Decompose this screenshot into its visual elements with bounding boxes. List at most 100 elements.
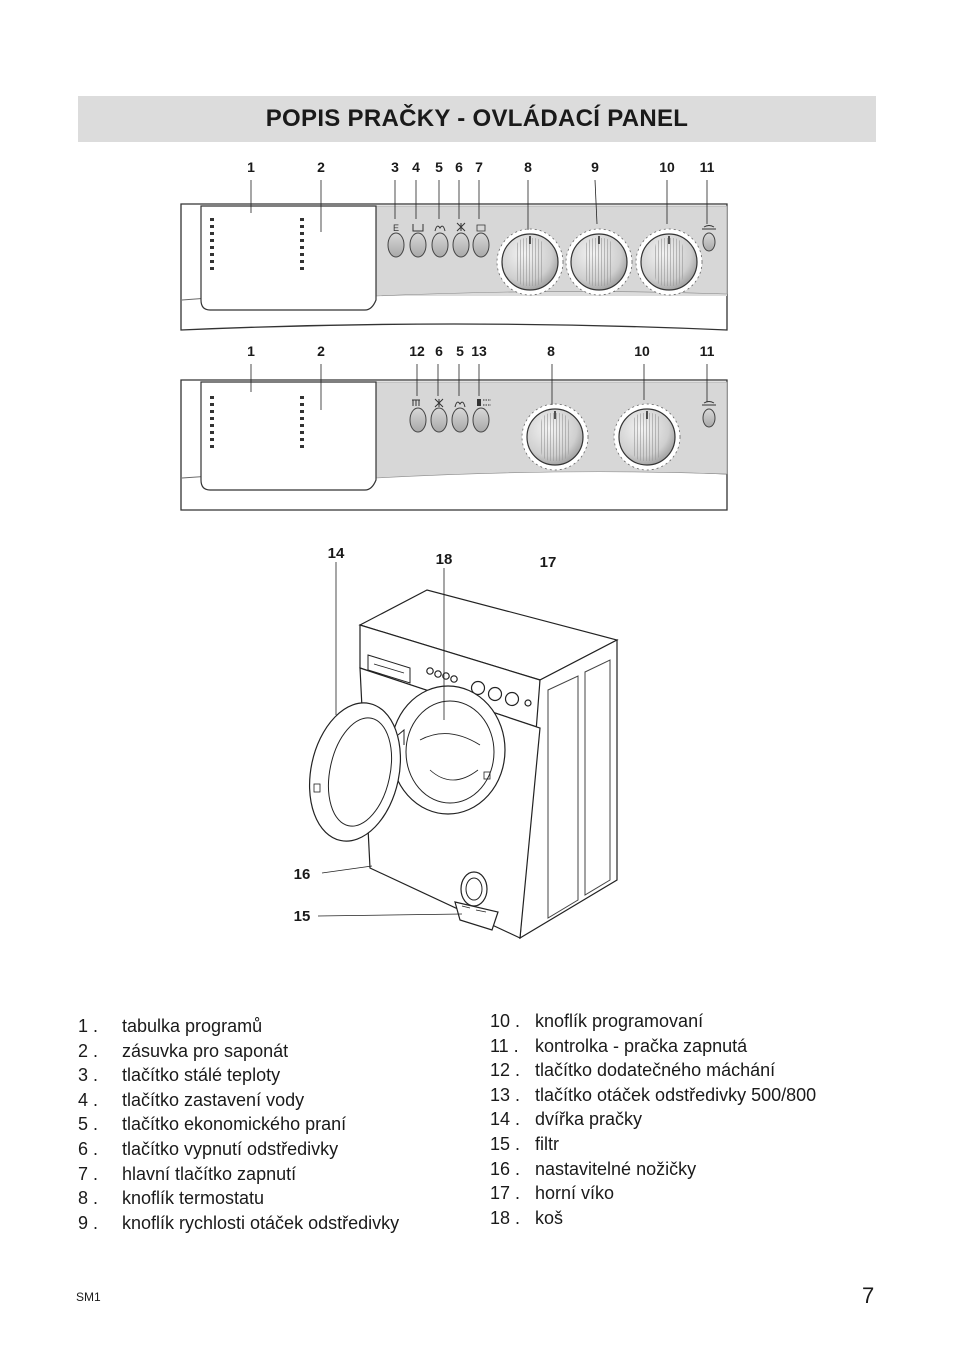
indicator-icon — [702, 401, 716, 406]
panel-top: E — [180, 159, 728, 331]
power-icon — [476, 224, 486, 232]
figure: E — [180, 159, 728, 940]
legend-number: 13 . — [490, 1084, 521, 1105]
legend-item: 18 . koš — [490, 1206, 816, 1231]
legend-item: 13 . tlačítko otáček odstředivky 500/800 — [490, 1083, 816, 1108]
e-icon: E — [393, 223, 399, 233]
legend-number: 11 . — [490, 1035, 519, 1056]
legend-item: 5 . tlačítko ekonomického praní — [78, 1112, 399, 1137]
callout: 13 — [471, 343, 487, 359]
power-indicator — [702, 232, 716, 252]
legend-text: zásuvka pro saponát — [122, 1040, 289, 1061]
top-buttons: E — [387, 222, 490, 258]
knob-thermostat — [496, 228, 564, 296]
legend-text: knoflík programovaní — [535, 1011, 704, 1031]
legend-item: 2 . zásuvka pro saponát — [78, 1039, 399, 1064]
legend-text: tlačítko ekonomického praní — [122, 1114, 347, 1135]
page-title: POPIS PRAČKY - OVLÁDACÍ PANEL — [265, 105, 689, 132]
callout: 15 — [294, 908, 311, 925]
legend-item: 16 . nastavitelné nožičky — [490, 1157, 816, 1182]
legend-number: 17 . — [490, 1183, 521, 1204]
legend-text: horní víko — [535, 1183, 615, 1204]
callout: 17 — [540, 554, 557, 571]
legend-item: 11 . kontrolka - pračka zapnutá — [490, 1034, 816, 1059]
legend-number: 2 . — [78, 1040, 99, 1061]
no-spin-icon — [456, 222, 466, 232]
legend-item: 17 . horní víko — [490, 1181, 816, 1206]
legend-number: 14 . — [490, 1109, 521, 1130]
program-leds-2 — [210, 396, 304, 448]
legend-text: knoflík rychlosti otáček odstředivky — [122, 1212, 400, 1233]
legend-number: 10 . — [490, 1011, 521, 1031]
callout: 5 — [435, 159, 443, 175]
callout: 12 — [409, 343, 425, 359]
no-spin-icon — [434, 398, 444, 408]
legend-number: 6 . — [78, 1138, 99, 1159]
legend-text: tlačítko dodatečného máchání — [535, 1060, 776, 1081]
legend-item: 4 . tlačítko zastavení vody — [78, 1088, 399, 1113]
spin-icon — [434, 225, 446, 232]
callout: 1 — [247, 159, 255, 175]
legend-text: tlačítko vypnutí odstředivky — [122, 1138, 339, 1159]
callout: 10 — [659, 159, 675, 175]
title-bar: POPIS PRAČKY - OVLÁDACÍ PANEL — [78, 96, 876, 142]
washing-machine-drawing — [308, 589, 619, 940]
legend-item: 3 . tlačítko stálé teploty — [78, 1063, 399, 1088]
legend-text: hlavní tlačítko zapnutí — [122, 1163, 297, 1184]
callout: 11 — [700, 159, 715, 175]
document-code: SM1 — [76, 1290, 101, 1304]
callout: 10 — [634, 343, 650, 359]
callout: 5 — [456, 343, 464, 359]
knob-program — [635, 228, 703, 296]
legend-number: 4 . — [78, 1089, 99, 1110]
callout: 7 — [475, 159, 483, 175]
legend-number: 12 . — [490, 1060, 521, 1081]
spin-speed-icon — [477, 399, 481, 406]
legend-number: 16 . — [490, 1158, 521, 1179]
legend-text: tlačítko stálé teploty — [122, 1065, 281, 1086]
callout: 16 — [294, 866, 311, 883]
legend-text: kontrolka - pračka zapnutá — [535, 1035, 748, 1056]
legend-text: tabulka programů — [122, 1016, 263, 1036]
legend-right: 10 . knoflík programovaní 11 . kontrolka -… — [490, 1009, 816, 1230]
callout: 18 — [436, 551, 453, 568]
legend-text: nastavitelné nožičky — [535, 1158, 697, 1179]
legend-text: knoflík termostatu — [122, 1188, 265, 1209]
callout: 8 — [524, 159, 532, 175]
callout: 2 — [317, 159, 325, 175]
legend-item: 9 . knoflík rychlosti otáček odstředivky — [78, 1211, 399, 1236]
legend-number: 7 . — [78, 1163, 99, 1184]
legend-item: 8 . knoflík termostatu — [78, 1186, 399, 1211]
callout: 8 — [547, 343, 555, 359]
legend-number: 3 . — [78, 1065, 99, 1086]
callout: 14 — [328, 545, 345, 562]
legend-number: 5 . — [78, 1114, 99, 1135]
legend-text: koš — [535, 1207, 564, 1228]
panel-bottom: 1 2 12 6 5 13 8 10 11 — [180, 343, 728, 511]
legend-number: 9 . — [78, 1212, 99, 1233]
callout: 3 — [391, 159, 399, 175]
legend-number: 1 . — [78, 1016, 99, 1036]
legend-text: filtr — [535, 1133, 559, 1154]
legend-number: 15 . — [490, 1133, 521, 1154]
legend-number: 18 . — [490, 1207, 521, 1228]
knob-spin-speed — [565, 228, 633, 296]
callout: 6 — [455, 159, 463, 175]
callout: 11 — [700, 343, 715, 359]
callout: 2 — [317, 343, 325, 359]
callout: 9 — [591, 159, 599, 175]
legend-text: tlačítko otáček odstředivky 500/800 — [535, 1084, 817, 1105]
knob-program-2 — [613, 403, 681, 471]
legend-item: 6 . tlačítko vypnutí odstředivky — [78, 1137, 399, 1162]
legend-text: dvířka pračky — [535, 1109, 643, 1130]
legend-item: 10 . knoflík programovaní — [490, 1009, 816, 1034]
callout: 4 — [412, 159, 420, 175]
legend-number: 8 . — [78, 1188, 99, 1209]
legend-text: tlačítko zastavení vody — [122, 1089, 305, 1110]
eco-icon — [454, 401, 466, 408]
bottom-buttons — [409, 398, 491, 433]
knob-thermostat-2 — [521, 403, 589, 471]
callout: 1 — [247, 343, 255, 359]
legend-item: 14 . dvířka pračky — [490, 1107, 816, 1132]
program-leds — [210, 218, 304, 270]
